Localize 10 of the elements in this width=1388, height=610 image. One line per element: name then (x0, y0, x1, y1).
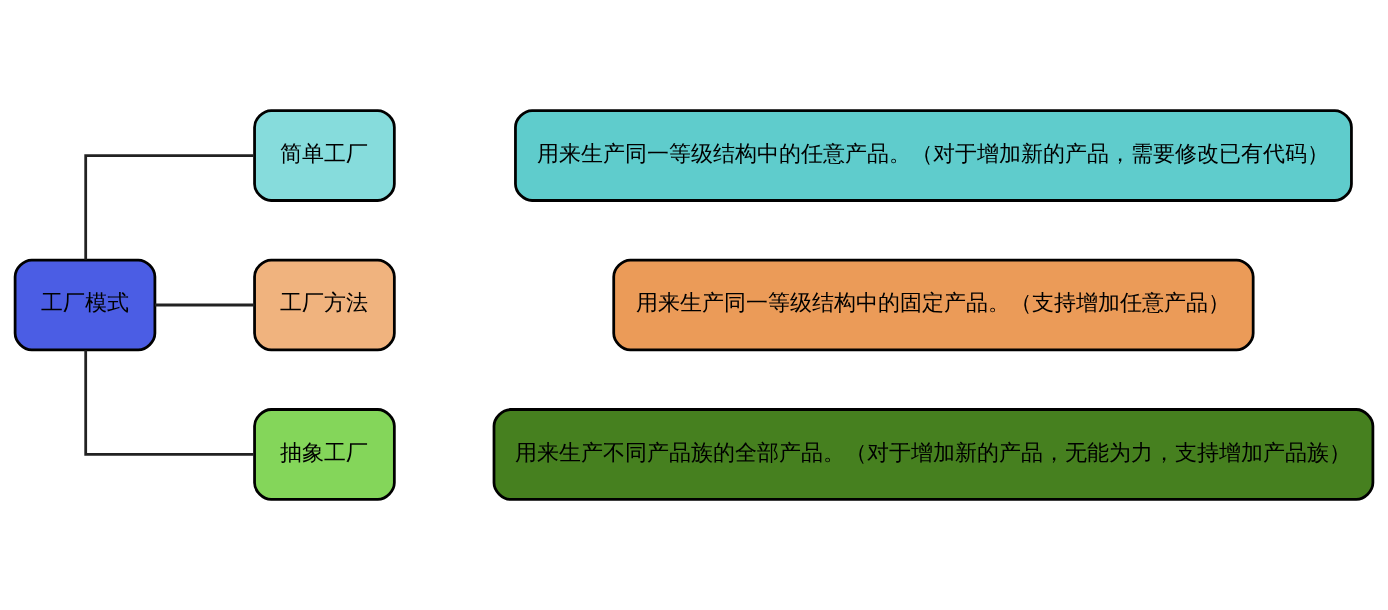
node-box: 抽象工厂 (253, 408, 396, 501)
connector (84, 350, 255, 456)
node-box: 用来生产不同产品族的全部产品。（对于增加新的产品，无能为力，支持增加产品族） (492, 408, 1375, 501)
connector (84, 154, 255, 260)
node-box: 工厂模式 (13, 258, 157, 352)
node-box: 用来生产同一等级结构中的任意产品。（对于增加新的产品，需要修改已有代码） (514, 109, 1353, 202)
node-box: 工厂方法 (253, 258, 396, 352)
node-box: 简单工厂 (253, 109, 396, 202)
connector (154, 303, 255, 307)
node-box: 用来生产同一等级结构中的固定产品。（支持增加任意产品） (612, 258, 1255, 352)
